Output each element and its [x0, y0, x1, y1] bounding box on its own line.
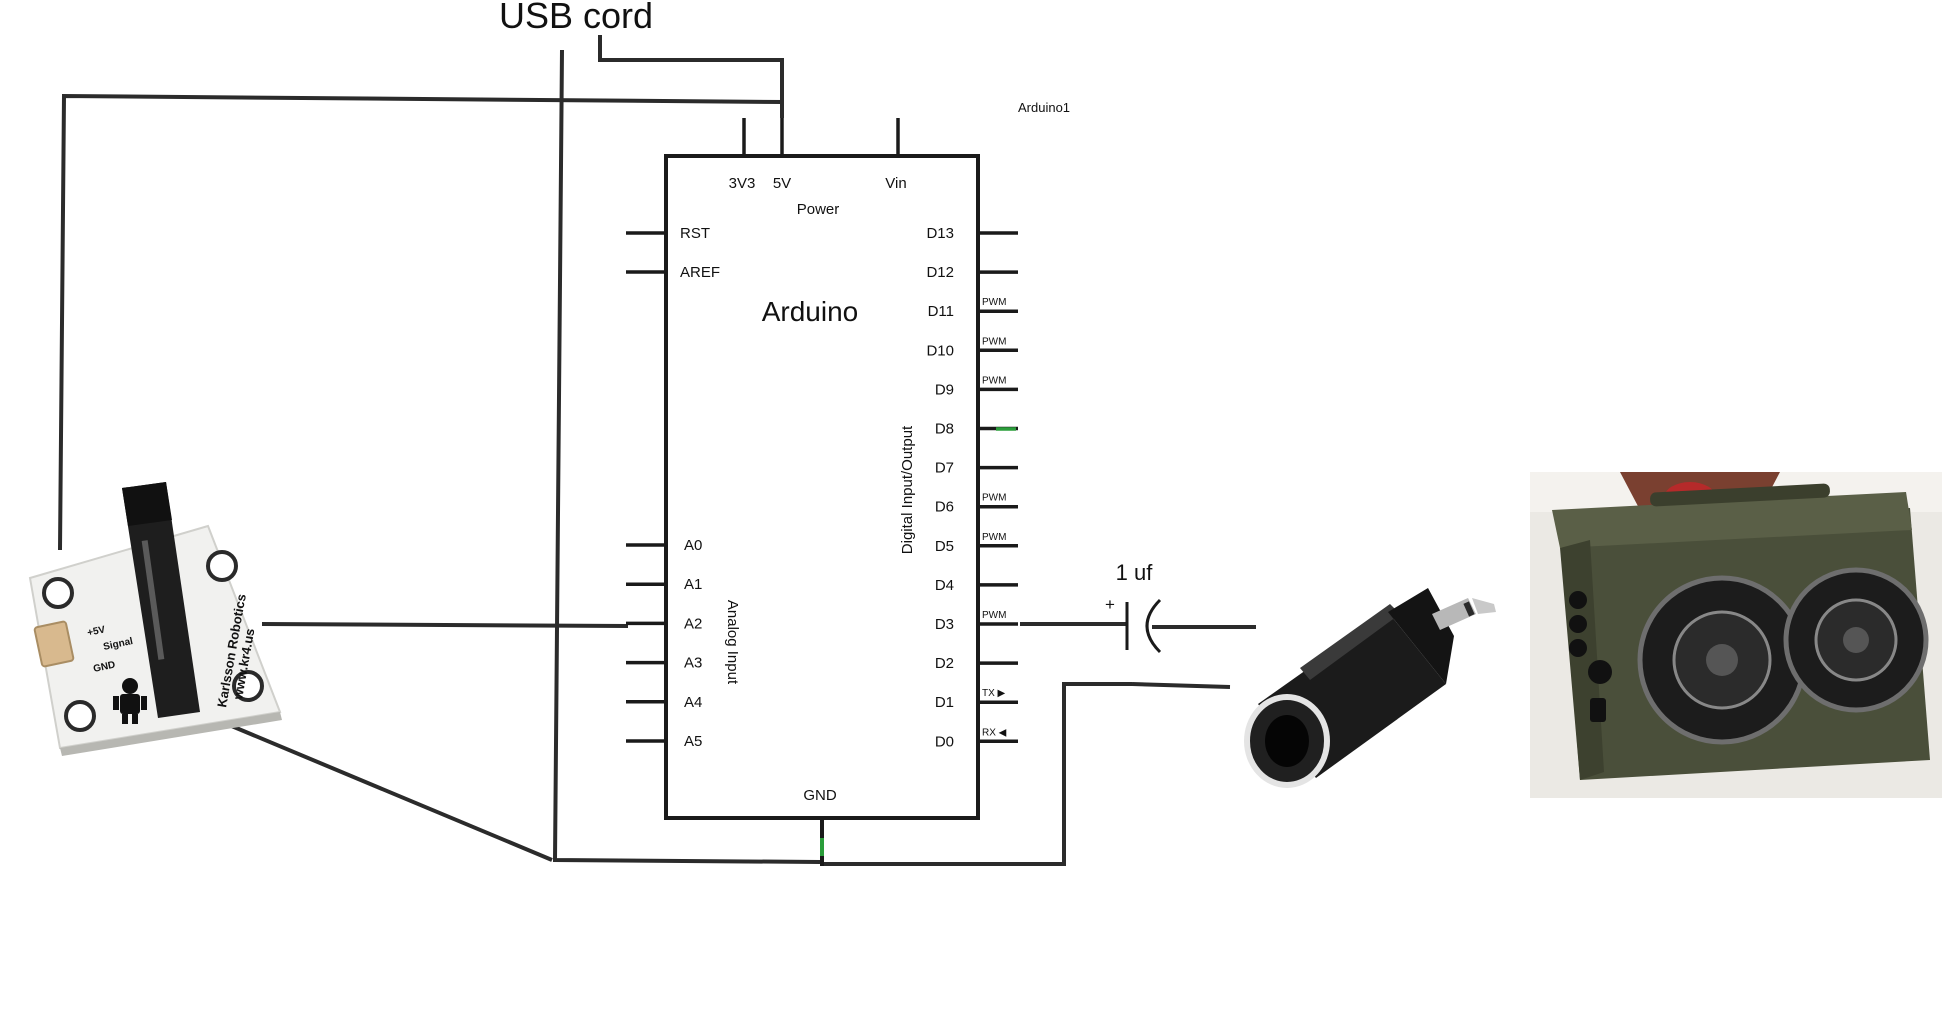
pin-label-d0: D0	[935, 733, 954, 750]
pin-label-d3: D3	[935, 616, 954, 633]
plug-ring-1	[1463, 601, 1475, 617]
wire-usb-5v	[598, 35, 784, 118]
pin-label-3v3: 3V3	[729, 175, 756, 192]
wire-5v-to-sensor	[58, 93, 784, 551]
pin-label-a0: A0	[684, 537, 702, 554]
wire-jack-gnd	[1131, 682, 1231, 689]
speaker-right-dust-cap	[1843, 627, 1869, 653]
control-knob-3	[1569, 639, 1587, 657]
pin-label-d1: D1	[935, 694, 954, 711]
wire-sensor-gnd	[221, 720, 553, 862]
optical-slot-gap	[141, 540, 165, 660]
control-knob-4	[1588, 660, 1612, 684]
pin-label-5v: 5V	[773, 175, 791, 192]
pin-label-d4: D4	[935, 577, 954, 594]
pin-label-d2: D2	[935, 655, 954, 672]
control-knob-1	[1569, 591, 1587, 609]
capacitor-polarity: +	[1105, 595, 1115, 614]
speaker-box	[1530, 472, 1942, 798]
mounting-hole-3	[64, 700, 96, 732]
part-reference: Arduino1	[1018, 100, 1070, 115]
analog-input-label: Analog Input	[724, 600, 741, 685]
pin-tag-d9: PWM	[982, 375, 1006, 386]
pin-tag-d3: PWM	[982, 610, 1006, 621]
pin-label-d10: D10	[926, 342, 954, 359]
pin-tag-d11: PWM	[982, 297, 1006, 308]
pin-label-d6: D6	[935, 499, 954, 516]
speaker-left-dust-cap	[1706, 644, 1738, 676]
pin-label-d5: D5	[935, 538, 954, 555]
arduino-title: Arduino	[762, 296, 859, 327]
sensor-board-edge	[60, 712, 282, 756]
sensor-board: +5V Signal GND Karlsson Robotics www.kr4…	[28, 482, 282, 756]
sensor-pin-label-gnd: GND	[92, 660, 116, 675]
wire-usb-gnd	[552, 49, 821, 864]
pin-label-a3: A3	[684, 655, 702, 672]
ammo-box-handle	[1650, 483, 1830, 507]
plug-tip	[1472, 598, 1496, 614]
pin-label-d12: D12	[926, 264, 954, 281]
jack-body-highlight	[1300, 604, 1400, 680]
power-pin-leads	[742, 118, 900, 156]
capacitor-value: 1 uf	[1116, 560, 1154, 585]
pin-tag-d0: RX ◀	[982, 727, 1007, 738]
pin-label-d11: D11	[928, 303, 954, 320]
ammo-box-lid	[1552, 492, 1912, 548]
arduino-schematic: 3V3 5V Vin Power RST AREF Arduino A0A1A2…	[626, 118, 1018, 866]
usb-cord-label: USB cord	[499, 0, 653, 36]
wire-gnd-bus	[822, 682, 1132, 866]
wires	[58, 35, 1256, 866]
left-pin-leads	[626, 231, 666, 274]
wire-sensor-signal-to-a2	[261, 622, 629, 628]
pin-label-a1: A1	[684, 576, 702, 593]
control-knob-2	[1569, 615, 1587, 633]
pin-label-d8: D8	[935, 421, 954, 438]
pin-tag-d1: TX ▶	[982, 688, 1006, 699]
mounting-hole-4	[232, 670, 264, 702]
digital-pins: D13D12D11PWMD10PWMD9PWMD8D7D6PWMD5PWMD4D…	[926, 225, 1018, 750]
capacitor: 1 uf +	[1105, 560, 1162, 654]
pin-label-a4: A4	[684, 694, 702, 711]
pin-label-d13: D13	[926, 225, 954, 242]
pin-tag-d6: PWM	[982, 493, 1006, 504]
power-label: Power	[797, 201, 840, 218]
arduino-outline	[664, 154, 980, 820]
optical-slot-sensor	[122, 482, 200, 718]
mounting-hole-2	[206, 550, 238, 582]
pin-tag-d10: PWM	[982, 336, 1006, 347]
robot-logo-icon	[113, 678, 147, 724]
pin-label-vin: Vin	[885, 175, 906, 192]
pin-label-rst: RST	[680, 225, 710, 242]
gnd-label: GND	[803, 787, 837, 804]
pin-label-a5: A5	[684, 733, 702, 750]
pin-label-aref: AREF	[680, 264, 720, 281]
audio-jack-adapter	[1244, 588, 1496, 788]
optical-slot-sensor-top	[122, 482, 172, 526]
pin-tag-d5: PWM	[982, 532, 1006, 543]
sensor-connector	[33, 620, 75, 668]
power-switch	[1590, 698, 1606, 722]
jack-socket-hole	[1265, 715, 1309, 767]
capacitor-plate-curved	[1145, 598, 1162, 654]
sensor-pin-label-5v: +5V	[86, 624, 106, 639]
pin-label-a2: A2	[684, 615, 702, 632]
pin-label-d7: D7	[935, 460, 954, 477]
pin-label-d9: D9	[935, 381, 954, 398]
digital-io-label: Digital Input/Output	[899, 425, 916, 554]
mounting-hole-1	[42, 577, 74, 609]
